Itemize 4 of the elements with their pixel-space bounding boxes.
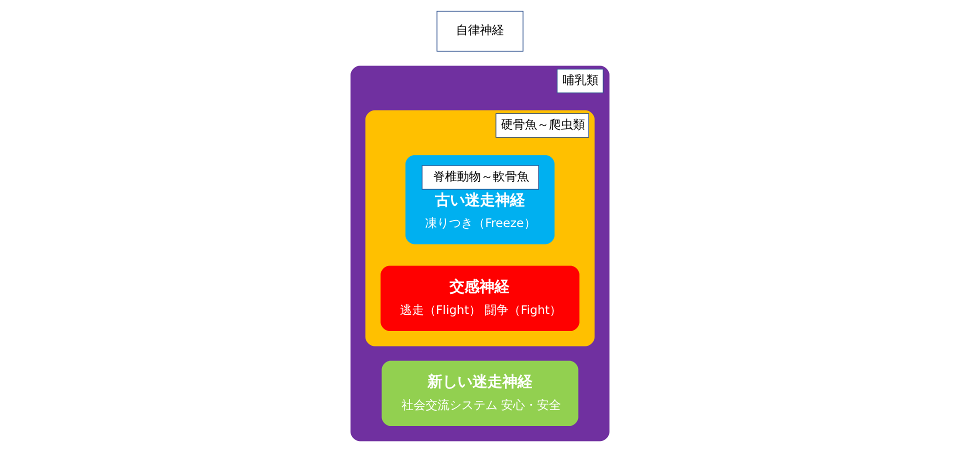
node-box: 脊椎動物～軟骨魚 古い迷走神経 凍りつき（Freeze） — [405, 155, 555, 244]
node-box: 新しい迷走神経 社会交流システム 安心・安全 — [382, 360, 578, 426]
node-box: 自律神経 — [436, 10, 524, 52]
node-box: 交感神経 逃走（Flight） 闘争（Fight） — [380, 266, 580, 332]
